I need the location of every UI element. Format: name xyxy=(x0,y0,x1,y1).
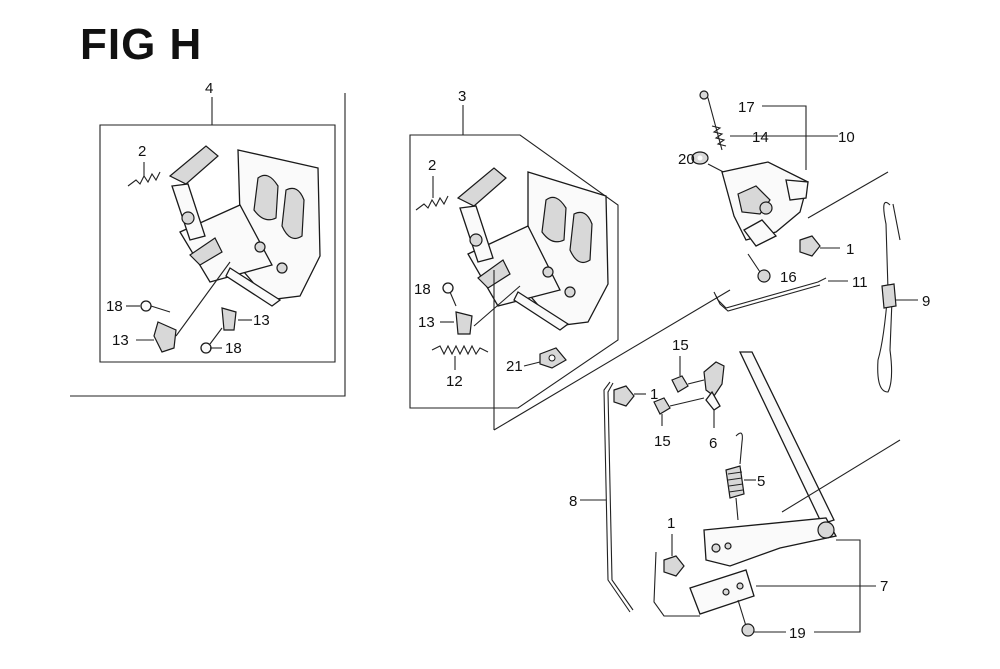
governor-arm xyxy=(721,161,809,247)
control-arm xyxy=(703,351,837,567)
lever-6 xyxy=(703,361,725,428)
spring-12 xyxy=(431,344,489,370)
bolt-16 xyxy=(747,253,771,283)
assembly-4-group: 4 2 18 13 13 18 xyxy=(70,80,346,397)
cable-9-group: 9 xyxy=(877,201,930,393)
clip-13-left-upper xyxy=(221,307,252,331)
callout-16: 16 xyxy=(780,269,797,286)
spring-2-left xyxy=(127,162,161,187)
callout-19: 19 xyxy=(789,625,806,642)
callout-7: 7 xyxy=(880,578,888,595)
bolt-15-lower xyxy=(653,397,705,426)
rod-8 xyxy=(580,381,634,613)
callout-2-left: 2 xyxy=(138,143,146,160)
control-plate-center xyxy=(456,167,609,331)
nut-21 xyxy=(523,347,567,369)
nut-1-upper xyxy=(799,235,840,257)
callout-9: 9 xyxy=(922,293,930,310)
callout-20: 20 xyxy=(678,151,695,168)
callout-10: 10 xyxy=(838,129,855,146)
bolt-17 xyxy=(699,90,723,151)
callout-8: 8 xyxy=(569,493,577,510)
figure-title: FIG H xyxy=(80,20,203,69)
callout-13-center: 13 xyxy=(418,314,435,331)
callout-3: 3 xyxy=(458,88,466,105)
spring-2-center xyxy=(415,176,449,211)
callout-4: 4 xyxy=(205,80,213,97)
callout-1-lower: 1 xyxy=(667,515,675,532)
callout-13-left-lower: 13 xyxy=(112,332,129,349)
callout-2-center: 2 xyxy=(428,157,436,174)
callout-18-center: 18 xyxy=(414,281,431,298)
callout-12: 12 xyxy=(446,373,463,390)
nut-1-middle xyxy=(613,385,646,407)
spring-5 xyxy=(725,432,756,521)
clip-13-center xyxy=(440,285,521,335)
rod-11 xyxy=(713,277,848,312)
bolt-18-left-lower xyxy=(200,327,223,354)
throttle-linkage-group: 1 15 15 6 5 8 1 xyxy=(569,337,765,617)
bolt-18-left-upper xyxy=(126,300,171,313)
callout-11: 11 xyxy=(852,274,868,291)
clip-13-left-lower xyxy=(136,261,231,353)
assembly-3-group: 3 2 18 13 12 21 xyxy=(409,88,731,431)
callout-14: 14 xyxy=(752,129,769,146)
clamp-plate xyxy=(689,569,755,615)
spring-14 xyxy=(711,125,727,147)
nut-1-lower xyxy=(653,534,700,617)
callout-21: 21 xyxy=(506,358,523,375)
callout-1-upper: 1 xyxy=(846,241,854,258)
callout-18-left-upper: 18 xyxy=(106,298,123,315)
bolt-19 xyxy=(737,599,786,637)
governor-arm-group: 17 14 10 20 1 16 11 xyxy=(678,90,889,312)
control-bracket-group: 7 19 xyxy=(689,351,901,642)
callout-15-upper: 15 xyxy=(672,337,689,354)
bolt-15-upper xyxy=(671,356,705,393)
callout-5: 5 xyxy=(757,473,765,490)
callout-1-middle: 1 xyxy=(650,386,658,403)
bolt-18-center xyxy=(442,282,457,307)
callout-17: 17 xyxy=(738,99,755,116)
washer-20 xyxy=(691,151,736,179)
callout-18-left-lower: 18 xyxy=(225,340,242,357)
callout-15-lower: 15 xyxy=(654,433,671,450)
control-plate-left xyxy=(168,145,321,307)
callout-13-left-upper: 13 xyxy=(253,312,270,329)
callout-6: 6 xyxy=(709,435,717,452)
